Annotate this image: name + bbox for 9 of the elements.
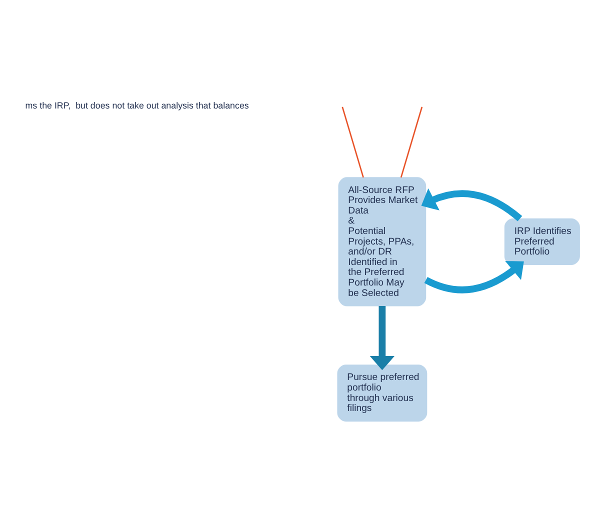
arrow [424,261,524,294]
node-box: All-Source RFP Provides Market Data & Potential Projects, PPAs, and/or DR Identified in the Preferred Portfolio May be Selected [338,177,426,306]
node-box: Pursue preferred portfolio through various filings [337,364,428,422]
arrow [421,188,522,222]
connector [342,106,364,178]
connector [400,106,423,178]
node-box: IRP Identifies Preferred Portfolio [504,218,580,266]
label: ms the IRP, but does not take out analysis that balances [25,100,249,110]
arrow [370,306,395,370]
